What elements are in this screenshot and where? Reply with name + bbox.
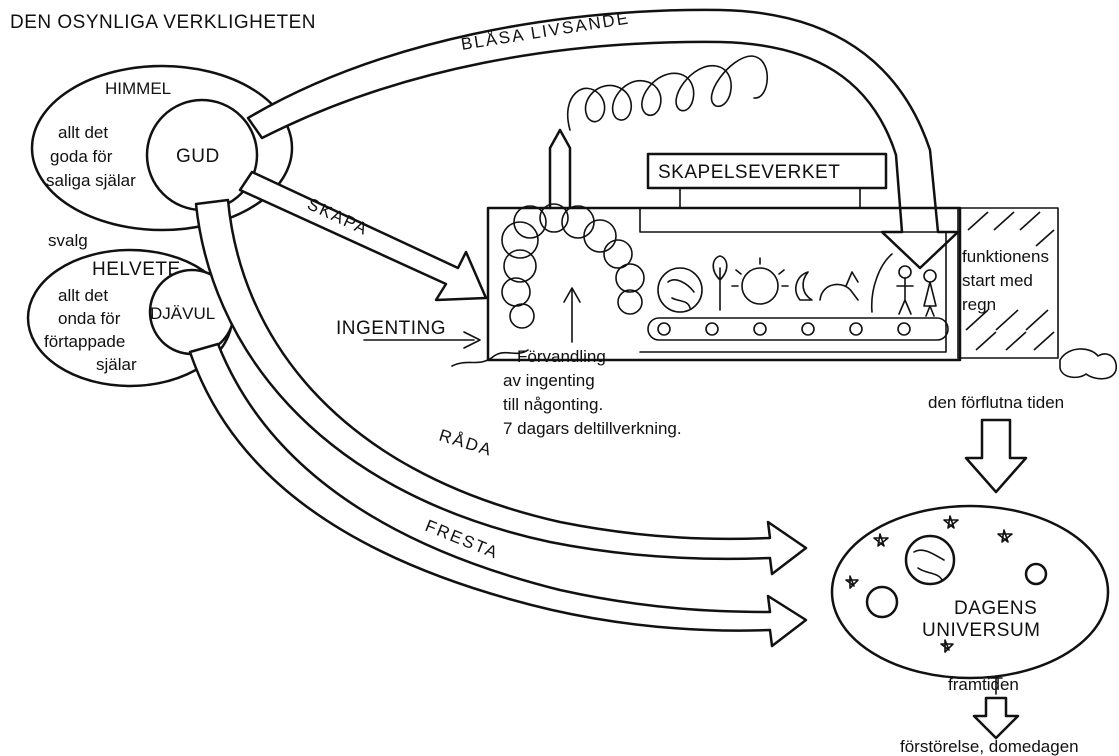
creation-factory: SKAPELSEVERKET: [451, 128, 1118, 380]
rain-zone: [957, 207, 1059, 359]
process-line-3: till någonting.: [503, 395, 603, 414]
rain-line-3: regn: [962, 295, 996, 314]
plant-icon: [870, 253, 893, 313]
conveyor-wheels: [657, 322, 911, 336]
rain-line-1: funktionens: [962, 247, 1049, 266]
factory-hall: [639, 207, 947, 353]
animal-icon: [819, 271, 859, 301]
conveyor-belt: [647, 317, 949, 341]
future-label: framtiden: [948, 675, 1019, 694]
rule-arrow: [194, 198, 808, 576]
past-time-label: den förflutna tiden: [928, 393, 1064, 412]
transformation-coils: [501, 203, 645, 329]
breath-coil: [567, 55, 768, 131]
heaven-desc-line-2: goda för: [50, 147, 113, 166]
rain-hatching: [965, 211, 1055, 351]
rule-label: RÅDA: [437, 426, 495, 460]
process-line-1: Förvandling: [517, 347, 606, 366]
heaven-desc-line-3: saliga själar: [46, 171, 136, 190]
factory-sign-box: [646, 152, 888, 190]
heaven-desc-line-1: allt det: [58, 123, 108, 142]
hell-desc-line-2: onda för: [58, 309, 121, 328]
globe-icon: [657, 267, 703, 313]
rain-line-2: start med: [962, 271, 1033, 290]
hell-title: HELVETE: [92, 259, 181, 280]
humans-icon: [896, 265, 937, 317]
cloud-icon: [1059, 348, 1118, 380]
tempt-arrow: [188, 342, 808, 648]
universe-ellipse: [830, 504, 1110, 680]
past-time-arrow: [964, 418, 1028, 494]
moon-icon: [795, 271, 813, 301]
hell-desc-line-1: allt det: [58, 286, 108, 305]
hell-desc-line-3: förtappade: [44, 332, 125, 351]
future-arrow: [972, 696, 1020, 740]
ground-wisp: [451, 349, 529, 367]
universe-label-line-2: UNIVERSUM: [922, 620, 1041, 641]
factory-sign: SKAPELSEVERKET: [658, 162, 840, 183]
chasm-label: svalg: [48, 231, 88, 250]
process-line-2: av ingenting: [503, 371, 595, 390]
diagram-title: DEN OSYNLIGA VERKLIGHETEN: [10, 12, 316, 33]
factory-chimney: [548, 128, 572, 210]
create-arrow: [238, 170, 488, 302]
god-label: GUD: [176, 146, 220, 167]
doomsday-label: förstörelse, domedagen: [900, 737, 1079, 756]
planet-icon: [865, 585, 899, 619]
heaven-ellipse: [30, 64, 294, 232]
process-line-4: 7 dagars deltillverkning.: [503, 419, 682, 438]
star-icons: [845, 515, 1013, 653]
devil-label: DJÄVUL: [150, 304, 215, 323]
universe-label-line-1: DAGENS: [954, 598, 1037, 619]
hell-desc-line-4: själar: [96, 355, 137, 374]
nothing-label: INGENTING: [336, 318, 446, 339]
heaven-title: HIMMEL: [105, 79, 171, 98]
factory-building: [486, 206, 962, 362]
earth-icon: [904, 534, 956, 586]
sun-icon: [741, 267, 779, 305]
tree-icon: [712, 255, 728, 311]
moon-small-icon: [1024, 562, 1048, 586]
